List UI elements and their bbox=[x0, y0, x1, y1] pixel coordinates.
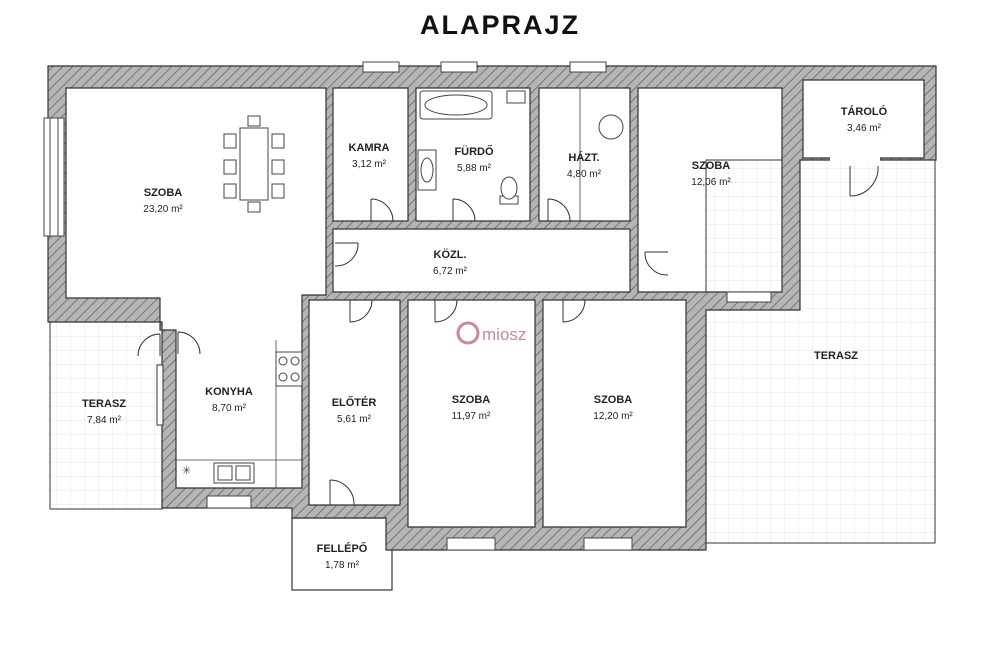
room-area-terasz-left: 7,84 m² bbox=[87, 415, 122, 426]
room-name-hazt: HÁZT. bbox=[568, 151, 599, 164]
room-area-szoba-mid2: 12,20 m² bbox=[593, 411, 633, 422]
room-area-tarolo: 3,46 m² bbox=[847, 123, 882, 134]
fellepo-floor bbox=[291, 517, 393, 591]
watermark-text: miosz bbox=[482, 325, 526, 344]
windows bbox=[43, 61, 772, 551]
room-area-konyha: 8,70 m² bbox=[212, 403, 247, 414]
room-name-szoba-mid2: SZOBA bbox=[594, 394, 633, 406]
room-labels: SZOBA 23,20 m² KAMRA 3,12 m² FÜRDŐ 5,88 … bbox=[82, 105, 888, 571]
doors bbox=[137, 165, 879, 506]
fan-icon: ✳ bbox=[182, 464, 191, 477]
room-name-szoba-large: SZOBA bbox=[144, 187, 183, 199]
room-name-eloter: ELŐTÉR bbox=[332, 396, 377, 409]
watermark: miosz bbox=[456, 321, 526, 345]
room-area-szoba-right: 12,06 m² bbox=[691, 177, 731, 188]
room-name-szoba-mid1: SZOBA bbox=[452, 394, 491, 406]
room-name-furdo: FÜRDŐ bbox=[454, 145, 494, 158]
watermark-logo-icon bbox=[456, 321, 480, 345]
room-name-kamra: KAMRA bbox=[349, 142, 390, 154]
room-name-konyha: KONYHA bbox=[205, 386, 253, 398]
room-name-tarolo: TÁROLÓ bbox=[841, 105, 888, 118]
walls bbox=[47, 65, 937, 551]
room-name-terasz-right: TERASZ bbox=[814, 350, 858, 362]
room-area-szoba-mid1: 11,97 m² bbox=[452, 411, 491, 422]
furniture: ✳ bbox=[176, 88, 624, 488]
room-name-kozl: KÖZL. bbox=[434, 248, 467, 261]
plan-title: ALAPRAJZ bbox=[419, 10, 580, 40]
room-area-hazt: 4,80 m² bbox=[567, 169, 602, 180]
dining-table bbox=[239, 127, 269, 201]
room-area-furdo: 5,88 m² bbox=[457, 163, 492, 174]
boiler bbox=[598, 114, 624, 140]
room-area-eloter: 5,61 m² bbox=[337, 414, 372, 425]
room-area-kozl: 6,72 m² bbox=[433, 266, 468, 277]
stove bbox=[275, 351, 303, 387]
room-name-fellepo: FELLÉPŐ bbox=[317, 542, 368, 555]
room-area-kamra: 3,12 m² bbox=[352, 159, 387, 170]
room-area-szoba-large: 23,20 m² bbox=[143, 204, 183, 215]
terrace-left-floor bbox=[49, 321, 163, 510]
room-area-fellepo: 1,78 m² bbox=[325, 560, 360, 571]
room-name-terasz-left: TERASZ bbox=[82, 398, 126, 410]
room-name-szoba-right: SZOBA bbox=[692, 160, 731, 172]
